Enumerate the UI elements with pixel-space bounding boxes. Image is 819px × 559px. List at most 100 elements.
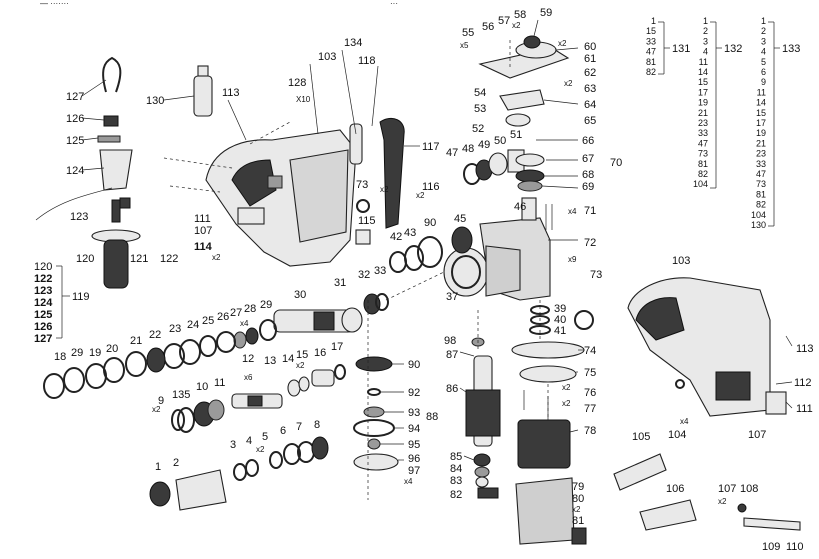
mult-x4-27: x4 (240, 319, 249, 328)
mult-x2-80: x2 (572, 505, 581, 514)
group-119-list: 120 122 123 124 125 126 127 119 (34, 261, 90, 345)
nut-108 (737, 503, 747, 513)
leader-lines (81, 19, 793, 461)
group-119-item-6: 127 (34, 333, 52, 345)
kit-132-item: 81 (698, 159, 708, 169)
label-78: 78 (584, 425, 596, 437)
label-106: 106 (666, 483, 684, 495)
label-9: 9 (158, 395, 164, 407)
motor-housing-79 (515, 477, 575, 545)
gear-67 (515, 153, 545, 167)
kit-131-item: 1 (651, 16, 656, 26)
ring-25 (199, 335, 217, 357)
mult-x2-top: x2 (558, 39, 567, 48)
label-7: 7 (296, 421, 302, 433)
label-30: 30 (294, 289, 306, 301)
label-68: 68 (582, 169, 594, 181)
spring-65 (505, 113, 531, 127)
label-82: 82 (450, 489, 462, 501)
kit-133-item: 33 (756, 159, 766, 169)
stator-78 (517, 419, 571, 469)
label-63: 63 (584, 83, 596, 95)
label-130: 130 (146, 95, 164, 107)
label-95: 95 (408, 439, 420, 451)
ring-73-right (574, 310, 594, 330)
kit-132-item: 73 (698, 149, 708, 159)
label-69: 69 (582, 181, 594, 193)
kit-131-item: 15 (646, 26, 656, 36)
label-22: 22 (149, 329, 161, 341)
label-51: 51 (510, 129, 522, 141)
chuck-assembly (149, 436, 329, 511)
chuck-sleeve-2 (175, 469, 227, 511)
group-119-item-0: 120 (34, 261, 52, 273)
centre-clutch-column (353, 356, 399, 471)
label-93: 93 (408, 407, 420, 419)
kit-133-item: 81 (756, 189, 766, 199)
label-111-left: 111 (194, 213, 211, 225)
label-6: 6 (280, 425, 286, 437)
label-54: 54 (474, 87, 486, 99)
ring-9 (171, 409, 185, 431)
label-43: 43 (404, 227, 416, 239)
kit-132-item: 1 (703, 16, 708, 26)
striker-band-13 (247, 395, 263, 407)
mult-x4-104: x4 (680, 417, 689, 426)
label-42: 42 (390, 231, 402, 243)
label-88: 88 (426, 411, 438, 423)
label-90-upper: 90 (424, 217, 436, 229)
label-67: 67 (582, 153, 594, 165)
mult-x2-15: x2 (296, 361, 305, 370)
ring-4 (245, 459, 259, 477)
gear-68 (515, 169, 545, 183)
ring-29 (259, 319, 277, 341)
kit-133-item: 2 (761, 26, 766, 36)
gear-69 (517, 180, 543, 192)
sleeve-45 (451, 226, 473, 254)
kit-132-label: 132 (724, 43, 742, 55)
mult-x9: x9 (568, 255, 577, 264)
label-103-right: 103 (672, 255, 690, 267)
label-84: 84 (450, 463, 462, 475)
label-125: 125 (66, 135, 84, 147)
label-83: 83 (450, 475, 462, 487)
cover-111-right (765, 391, 787, 415)
nut-8 (311, 436, 329, 460)
gear-49 (488, 152, 508, 176)
group-119-item-3: 124 (34, 297, 53, 309)
kit-133-item: 1 (761, 16, 766, 26)
label-118: 118 (358, 55, 376, 67)
ring-43 (404, 245, 424, 271)
label-107-acc: 107 (718, 483, 736, 495)
label-59: 59 (540, 7, 552, 19)
mult-x10: X10 (296, 95, 311, 104)
ring-6 (283, 443, 301, 465)
group-119-item-2: 123 (34, 285, 52, 297)
brush-82 (477, 487, 499, 499)
kit-131-item: 33 (646, 36, 656, 46)
part-labels: 1 2 3 4 5 6 7 8 9 10 11 12 13 14 15 16 1… (54, 7, 814, 553)
mult-x2-76: x2 (562, 383, 571, 392)
gear-housing-72 (443, 217, 551, 301)
label-40: 40 (554, 314, 566, 326)
label-4: 4 (246, 435, 252, 447)
plate-96 (353, 453, 399, 471)
label-109: 109 (762, 541, 780, 553)
label-24: 24 (187, 319, 199, 331)
label-49: 49 (478, 139, 490, 151)
kit-133-item: 82 (756, 200, 766, 210)
label-23: 23 (169, 323, 181, 335)
mult-x2-63: x2 (564, 79, 573, 88)
label-5: 5 (262, 431, 268, 443)
kit-132-item: 33 (698, 128, 708, 138)
piece-28 (245, 327, 259, 345)
label-32: 32 (358, 269, 370, 281)
cylinder-band-30 (313, 311, 335, 331)
rear-handle-117 (379, 118, 405, 229)
kit-133-item: 14 (756, 98, 766, 108)
bearing-85 (473, 453, 491, 467)
grease-tube-130 (193, 65, 213, 117)
motor-housing-103 (205, 129, 357, 267)
